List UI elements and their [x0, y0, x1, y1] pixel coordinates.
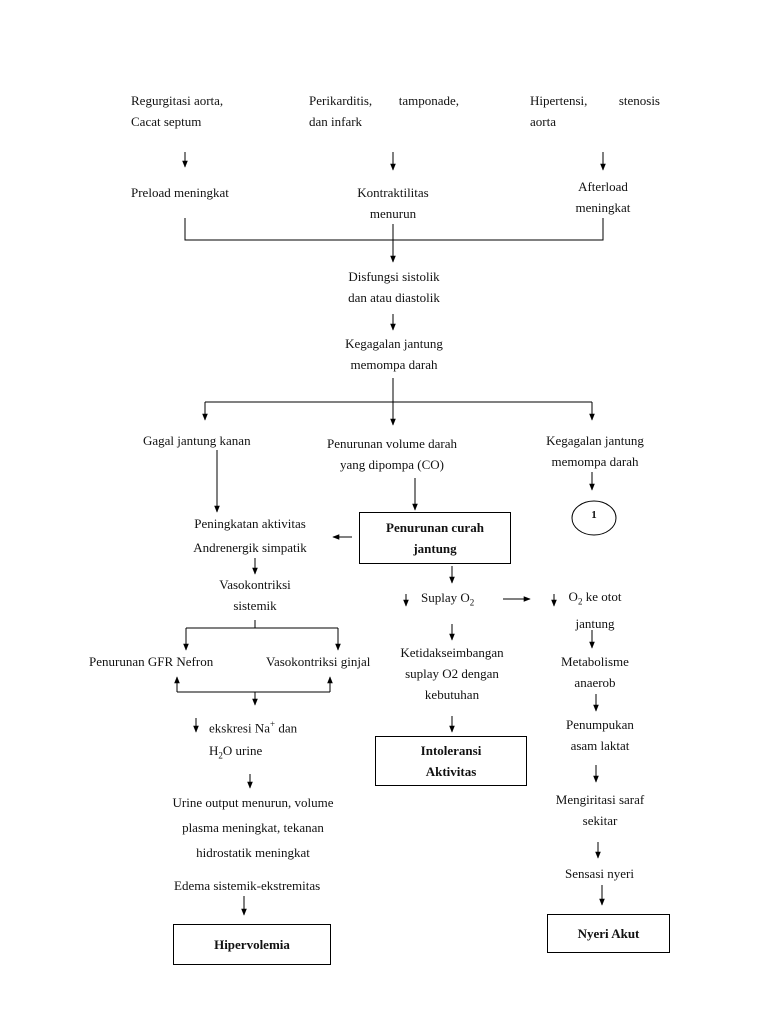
cause-pericarditis: Perikarditis, tamponade,dan infark [309, 93, 459, 129]
decreased-gfr: Penurunan GFR Nefron [89, 654, 214, 669]
diagnosis-acute-pain: Nyeri Akut [547, 914, 670, 953]
diagnosis-hypervolemia: Hipervolemia [173, 924, 331, 965]
water-urine: H2O urine [209, 743, 263, 761]
connector-label: 1 [591, 509, 597, 521]
connector-circle [571, 500, 617, 536]
preload-increased: Preload meningkat [131, 185, 229, 200]
right-heart-failure: Gagal jantung kanan [143, 433, 251, 448]
cause-aortic-regurgitation: Regurgitasi aorta,Cacat septum [131, 93, 224, 129]
oxygen-to-heart-muscle: O2 ke otot jantung [568, 589, 622, 631]
systemic-edema: Edema sistemik-ekstremitas [174, 878, 321, 893]
oxygen-supply: Suplay O2 [421, 590, 475, 608]
pain-sensation: Sensasi nyeri [565, 866, 634, 881]
renal-vasoconstriction: Vasokontriksi ginjal [266, 654, 371, 669]
sodium-excretion: ekskresi Na+ dan [209, 719, 298, 736]
